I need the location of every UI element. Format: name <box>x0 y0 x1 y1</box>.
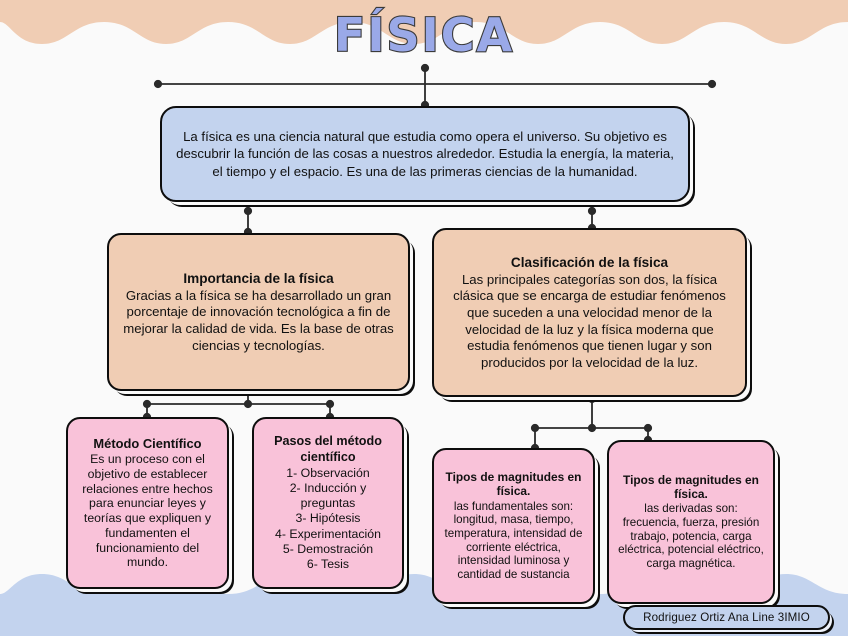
node-magnitudes-fundamentales-body: las fundamentales son: longitud, masa, t… <box>444 499 583 581</box>
connector-dot <box>643 423 653 433</box>
connector-dot <box>142 399 152 409</box>
connector-dot <box>587 423 597 433</box>
node-magnitudes-fundamentales-title: Tipos de magnitudes en física. <box>445 470 582 499</box>
author-label: Rodriguez Ortiz Ana Line 3IMIO <box>623 605 830 630</box>
connector-dot <box>530 423 540 433</box>
node-importancia: Importancia de la física Gracias a la fí… <box>107 233 410 391</box>
node-metodo-cientifico-title: Método Científico <box>93 435 202 451</box>
node-magnitudes-derivadas-title: Tipos de magnitudes en física. <box>623 473 759 502</box>
connector-dot <box>153 79 163 89</box>
connector-dot <box>325 399 335 409</box>
node-clasificacion: Clasificación de la física Las principal… <box>432 228 747 397</box>
connector-dot <box>707 79 717 89</box>
node-magnitudes-derivadas: Tipos de magnitudes en física. las deriv… <box>607 440 775 604</box>
connector-dot <box>243 206 253 216</box>
node-importancia-title: Importancia de la física <box>183 270 334 286</box>
connector-dot <box>587 206 597 216</box>
node-metodo-cientifico: Método Científico Es un proceso con el o… <box>66 417 229 589</box>
page-title-text: FÍSICA <box>334 8 514 62</box>
node-metodo-cientifico-body: Es un proceso con el objetivo de estable… <box>82 452 213 570</box>
page-title-artwork: FÍSICA <box>333 7 514 63</box>
node-importancia-body: Gracias a la física se ha desarrollado u… <box>123 287 394 353</box>
node-pasos-metodo: Pasos del método científico 1- Observaci… <box>252 417 404 589</box>
node-clasificacion-title: Clasificación de la física <box>510 254 669 270</box>
author-label-text: Rodriguez Ortiz Ana Line 3IMIO <box>643 611 810 624</box>
node-pasos-metodo-body: 1- Observación 2- Inducción y preguntas … <box>275 466 381 571</box>
page-title: FÍSICA <box>0 4 848 71</box>
node-magnitudes-derivadas-body: las derivadas son: frecuencia, fuerza, p… <box>618 502 764 571</box>
connector-dot <box>243 399 253 409</box>
node-magnitudes-fundamentales: Tipos de magnitudes en física. las funda… <box>432 448 595 604</box>
node-definicion-body: La física es una ciencia natural que est… <box>176 129 674 179</box>
node-clasificacion-body: Las principales categorías son dos, la f… <box>453 271 726 370</box>
node-pasos-metodo-title: Pasos del método científico <box>274 434 382 464</box>
node-definicion: La física es una ciencia natural que est… <box>160 106 690 202</box>
